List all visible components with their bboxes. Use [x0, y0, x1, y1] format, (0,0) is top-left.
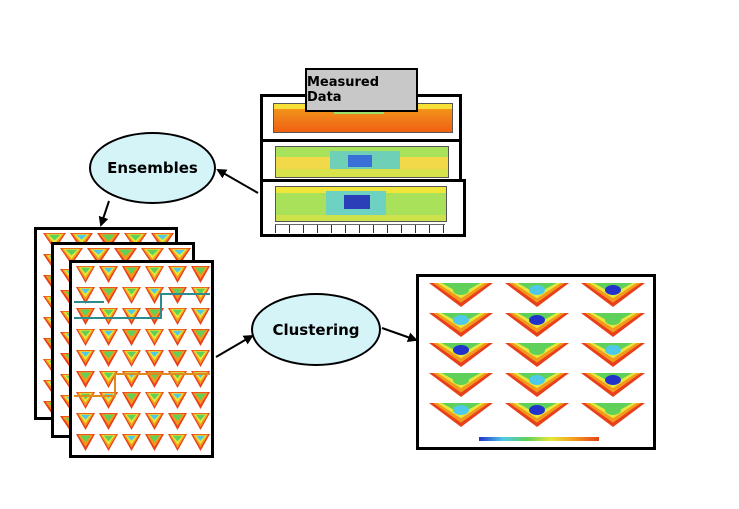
section-thumbnail: [76, 413, 95, 430]
arrow-icon: [215, 334, 254, 358]
section-thumbnail: [99, 371, 118, 388]
cluster-thumbnail: [429, 343, 493, 367]
section-thumbnail: [122, 392, 141, 409]
cluster-boundary: [74, 301, 104, 303]
section-thumbnail: [70, 233, 93, 250]
cluster-boundary: [74, 317, 160, 319]
section-thumbnail: [60, 248, 83, 265]
cluster-thumbnail: [505, 373, 569, 397]
section-thumbnail: [122, 329, 141, 346]
cluster-thumbnail: [581, 373, 645, 397]
section-thumbnail: [76, 350, 95, 367]
section-thumbnail: [122, 350, 141, 367]
section-thumbnail: [76, 329, 95, 346]
section-thumbnail: [43, 233, 66, 250]
cluster-thumbnail: [581, 313, 645, 337]
cluster-results-panel: [416, 274, 656, 450]
section-thumbnail: [145, 434, 164, 451]
section-thumbnail: [191, 308, 210, 325]
clustering-node: Clustering: [251, 293, 381, 366]
cluster-boundary: [160, 293, 162, 319]
cluster-thumbnail: [581, 343, 645, 367]
cluster-thumbnail: [429, 283, 493, 307]
section-thumbnail: [122, 266, 141, 283]
cluster-boundary: [160, 293, 210, 295]
section-thumbnail: [168, 434, 187, 451]
cluster-thumbnail: [505, 403, 569, 427]
section-thumbnail: [145, 329, 164, 346]
section-thumbnail: [168, 266, 187, 283]
cluster-thumbnail: [505, 283, 569, 307]
section-thumbnail: [191, 434, 210, 451]
resistivity-strip: [275, 146, 449, 178]
section-thumbnail: [76, 287, 95, 304]
section-thumbnail: [168, 350, 187, 367]
cluster-thumbnail: [581, 403, 645, 427]
section-thumbnail: [145, 350, 164, 367]
section-thumbnail: [97, 233, 120, 250]
section-thumbnail: [145, 287, 164, 304]
cluster-boundary: [114, 373, 210, 375]
section-thumbnail: [76, 308, 95, 325]
section-thumbnail: [168, 329, 187, 346]
section-thumbnail: [122, 308, 141, 325]
section-thumbnail: [122, 434, 141, 451]
section-thumbnail: [76, 266, 95, 283]
section-thumbnail: [124, 233, 147, 250]
axis-ticks: [275, 224, 445, 233]
section-thumbnail: [168, 413, 187, 430]
resistivity-strip: [275, 186, 447, 222]
cluster-thumbnail: [505, 313, 569, 337]
section-thumbnail: [191, 392, 210, 409]
cluster-thumbnail: [429, 403, 493, 427]
section-thumbnail: [114, 248, 137, 265]
cluster-thumbnail: [505, 343, 569, 367]
cluster-boundary: [74, 395, 114, 397]
arrow-icon: [216, 169, 259, 194]
ensemble-grid: [76, 266, 214, 455]
arrow-icon: [381, 327, 418, 343]
cluster-thumbnail: [429, 373, 493, 397]
measured-data-label: Measured Data: [305, 68, 418, 112]
cluster-thumbnail: [429, 313, 493, 337]
section-thumbnail: [99, 434, 118, 451]
section-thumbnail: [151, 233, 174, 250]
section-thumbnail: [99, 266, 118, 283]
cluster-grid: [425, 281, 653, 431]
ensembles-node: Ensembles: [89, 132, 216, 204]
section-thumbnail: [122, 287, 141, 304]
section-thumbnail: [76, 371, 95, 388]
section-thumbnail: [145, 308, 164, 325]
section-thumbnail: [87, 248, 110, 265]
section-thumbnail: [168, 308, 187, 325]
section-thumbnail: [191, 329, 210, 346]
section-thumbnail: [99, 287, 118, 304]
section-thumbnail: [168, 392, 187, 409]
section-thumbnail: [145, 413, 164, 430]
section-thumbnail: [191, 413, 210, 430]
ensemble-sheet-front: [69, 260, 214, 458]
section-thumbnail: [122, 413, 141, 430]
cluster-boundary: [114, 373, 116, 397]
section-thumbnail: [99, 413, 118, 430]
cluster-thumbnail: [581, 283, 645, 307]
section-thumbnail: [99, 308, 118, 325]
section-thumbnail: [99, 329, 118, 346]
arrow-icon: [98, 200, 110, 227]
color-scale: [479, 437, 599, 441]
section-thumbnail: [191, 266, 210, 283]
section-thumbnail: [191, 350, 210, 367]
section-thumbnail: [76, 434, 95, 451]
measured-data-panel-3: [260, 179, 466, 237]
section-thumbnail: [168, 248, 191, 265]
section-thumbnail: [145, 392, 164, 409]
section-thumbnail: [141, 248, 164, 265]
section-thumbnail: [145, 266, 164, 283]
section-thumbnail: [99, 350, 118, 367]
